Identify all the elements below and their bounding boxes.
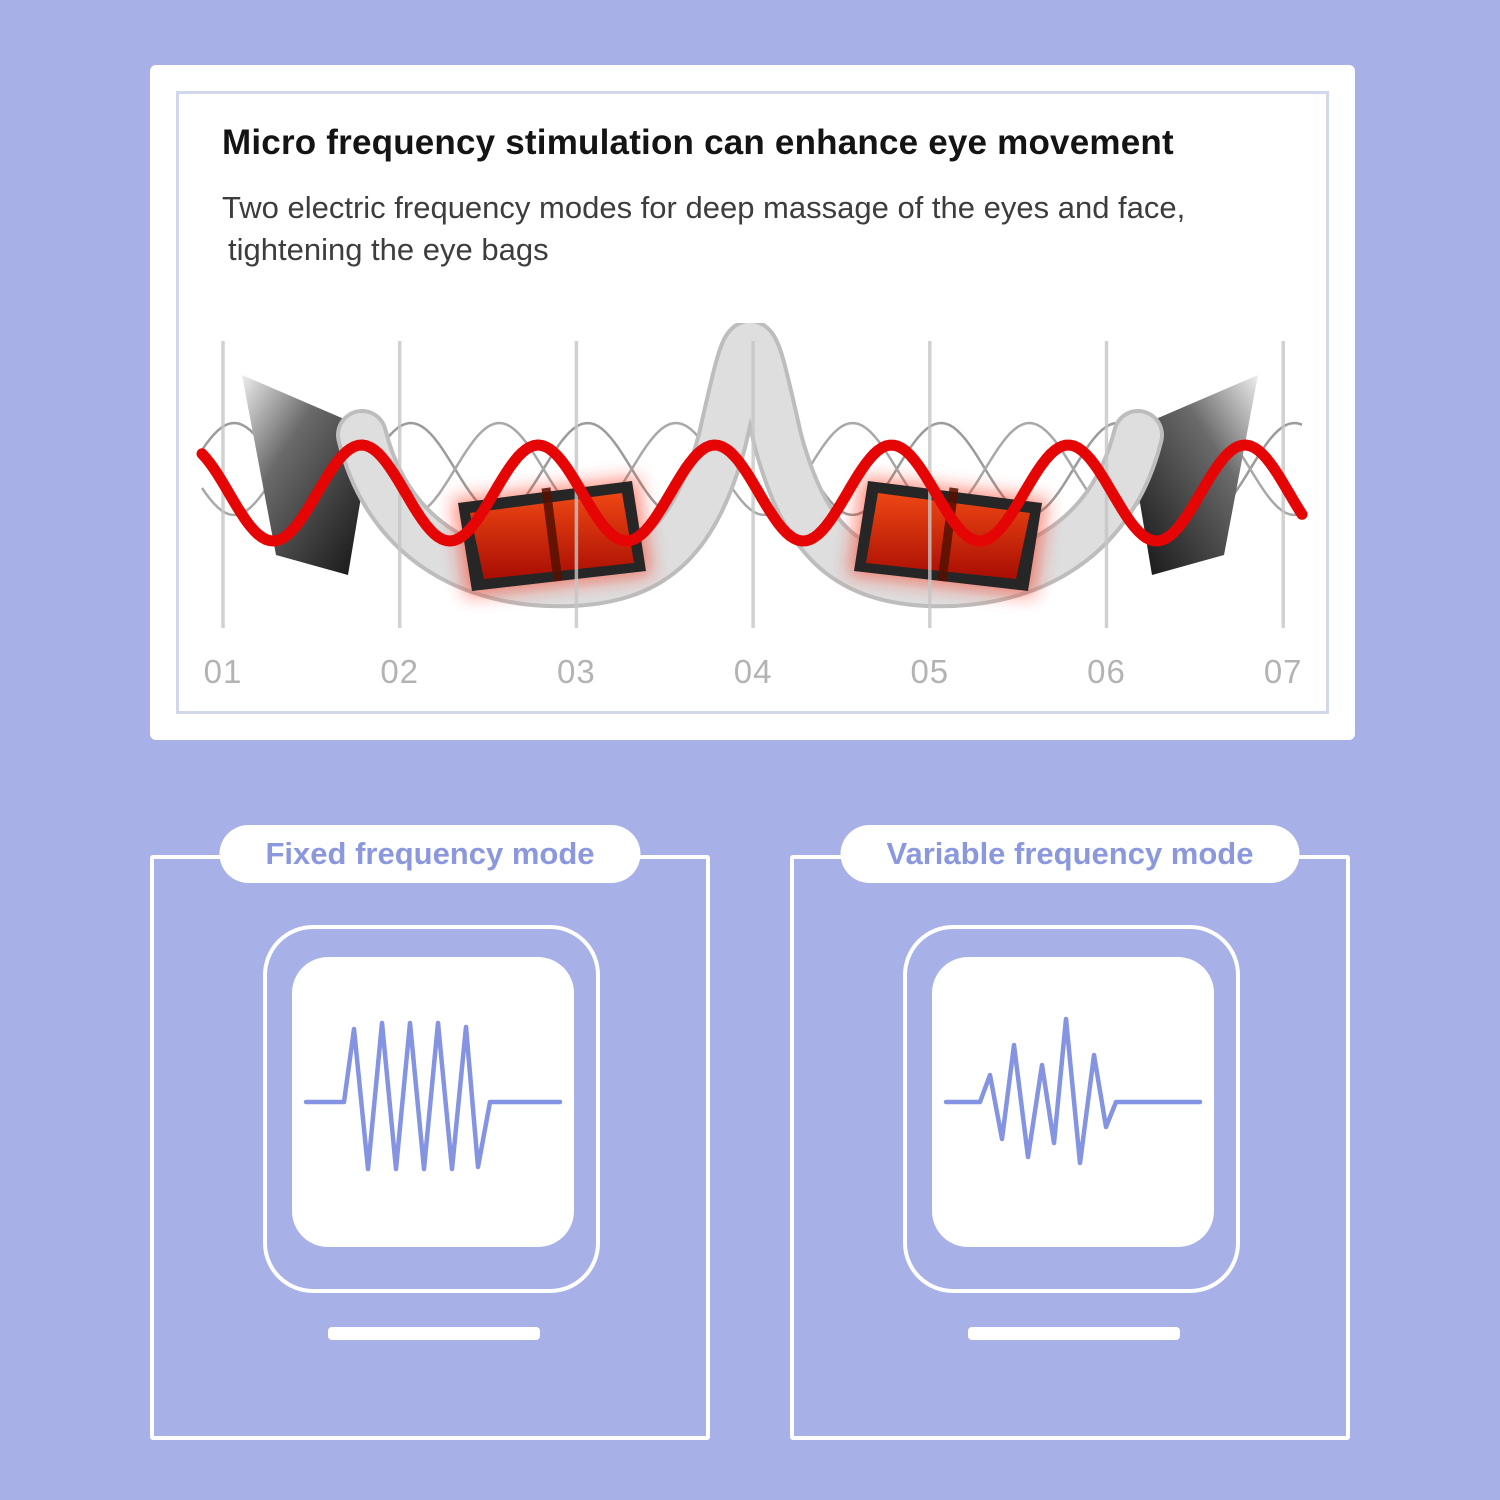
variable-waveform-box — [932, 957, 1214, 1247]
device-figure-svg — [196, 323, 1308, 628]
headline: Micro frequency stimulation can enhance … — [222, 123, 1174, 162]
tick-row: 01 02 03 04 05 06 07 — [190, 653, 1315, 695]
subheadline: Two electric frequency modes for deep ma… — [222, 187, 1185, 270]
fixed-waveform-svg — [303, 1020, 563, 1172]
fixed-frequency-label: Fixed frequency mode — [219, 825, 641, 883]
tick-label: 07 — [1263, 653, 1303, 690]
variable-waveform-outline — [903, 925, 1240, 1293]
tick-label: 04 — [733, 653, 773, 690]
fixed-frequency-card: Fixed frequency mode — [150, 825, 710, 1440]
tick-label: 02 — [380, 653, 420, 690]
eye-pad-right — [848, 477, 1048, 597]
variable-waveform — [943, 1016, 1203, 1166]
variable-frequency-card: Variable frequency mode — [790, 825, 1350, 1440]
fixed-waveform — [303, 1020, 563, 1172]
subheadline-line-1: Two electric frequency modes for deep ma… — [222, 190, 1186, 225]
variable-frequency-label: Variable frequency mode — [840, 825, 1300, 883]
variable-waveform-svg — [943, 1016, 1203, 1166]
device-illustration — [190, 323, 1315, 658]
massager-device — [242, 323, 1258, 609]
red-frequency-wave — [196, 439, 1308, 547]
tick-label: 06 — [1087, 653, 1126, 690]
subheadline-line-2: tightening the eye bags — [228, 231, 549, 267]
fixed-card-bottom-bar — [328, 1327, 540, 1340]
feature-card: Micro frequency stimulation can enhance … — [150, 65, 1355, 740]
fixed-waveform-box — [292, 957, 574, 1247]
tick-label: 03 — [557, 653, 596, 690]
tick-label: 01 — [203, 653, 243, 690]
fixed-waveform-outline — [263, 925, 600, 1293]
tick-label: 05 — [910, 653, 950, 690]
variable-card-bottom-bar — [968, 1327, 1180, 1340]
